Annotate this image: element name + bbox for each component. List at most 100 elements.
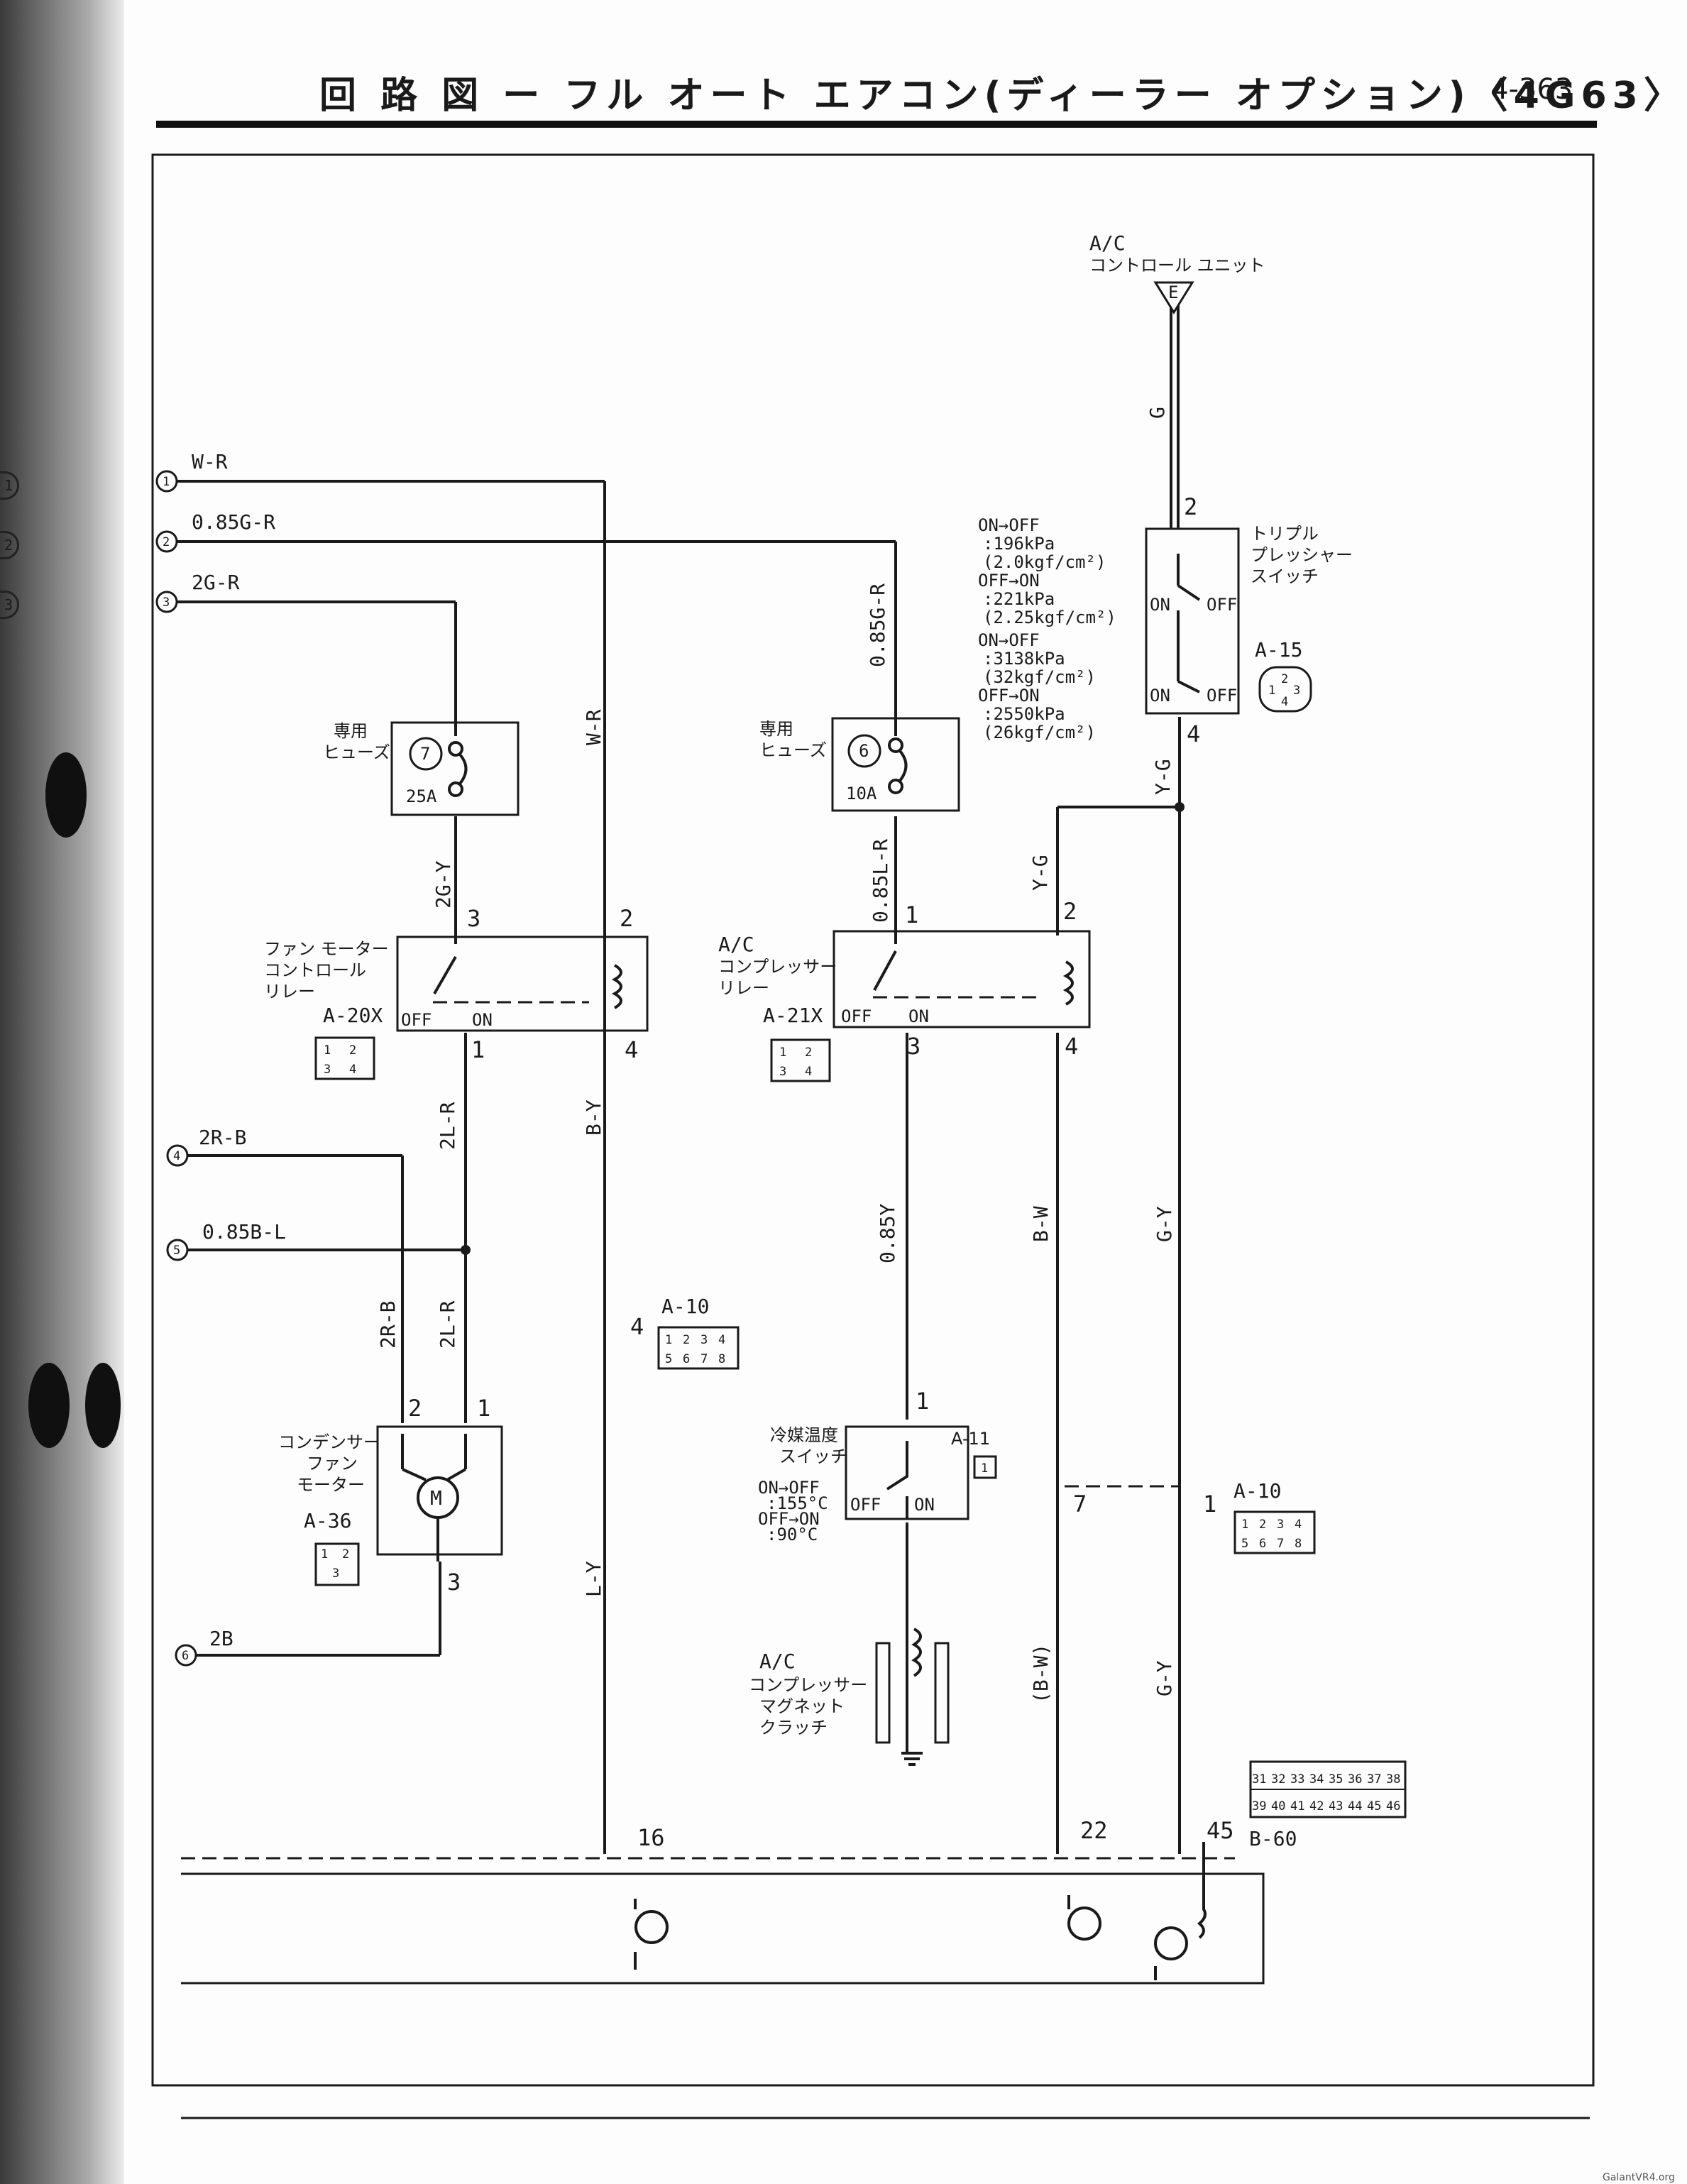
terminal: 4: [1065, 1033, 1078, 1060]
temp-spec: ON→OFF: [758, 1478, 820, 1498]
wire-label: (B-W): [1029, 1644, 1053, 1703]
a21x-connector: [770, 1038, 831, 1082]
book-binding: [0, 0, 124, 2184]
wire-label: 0.85B-L: [202, 1220, 286, 1244]
pin: 2: [805, 1046, 812, 1060]
relay-on: ON: [908, 1006, 929, 1026]
wire-label: 2B: [209, 1627, 233, 1650]
input-num-3: 3: [163, 596, 170, 610]
relay-coil: [1062, 960, 1074, 1006]
terminal: 3: [467, 905, 480, 932]
wire-label: Y-G: [1028, 855, 1052, 891]
comp-relay-box: [832, 930, 1091, 1028]
comp-relay-label: A/C: [718, 933, 754, 956]
wire-label: 2R-B: [199, 1126, 246, 1149]
pin: 32: [1271, 1772, 1285, 1787]
wire-label: 0.85G-R: [192, 510, 275, 534]
connector-name: A-10: [1233, 1479, 1281, 1503]
a10-connector: [657, 1326, 740, 1370]
switch-on: ON: [1150, 686, 1170, 706]
watermark: GalantVR4.org: [1603, 2172, 1675, 2183]
wire-label: 0.85L-R: [869, 839, 892, 923]
spec-line: :2550kPa: [983, 704, 1065, 724]
spec-line: (2.25kgf/cm²): [983, 608, 1116, 627]
terminal: 1: [477, 1395, 490, 1422]
header-rule: [156, 121, 1597, 128]
fuse-rating: 10A: [846, 784, 877, 803]
pin: 31: [1252, 1772, 1266, 1787]
fuse-num: 7: [420, 744, 430, 764]
input-num-5: 5: [173, 1244, 180, 1258]
wire-label: 0.85G-R: [866, 583, 889, 667]
terminal: 7: [1073, 1491, 1087, 1518]
relay-on: ON: [472, 1010, 493, 1030]
triple-switch-box: [1145, 527, 1240, 715]
spec-line: OFF→ON: [978, 686, 1040, 706]
spec-line: ON→OFF: [978, 515, 1040, 535]
switch-on: ON: [914, 1495, 935, 1515]
prev-page-circle: 3: [0, 591, 19, 619]
terminal: 4: [625, 1036, 638, 1063]
triple-switch-label: スイッチ: [1251, 566, 1319, 586]
connector-name: A-10: [661, 1295, 709, 1318]
pin: 33: [1290, 1772, 1304, 1787]
a36-connector: [314, 1542, 360, 1586]
spec-line: :221kPa: [983, 589, 1055, 609]
pin: 1: [1268, 684, 1275, 698]
wire-label: W-R: [192, 450, 228, 473]
switch-off: OFF: [1207, 686, 1237, 706]
pin: 4: [805, 1065, 812, 1079]
condenser-motor-box: [376, 1425, 503, 1556]
wire-label: L-Y: [582, 1561, 605, 1597]
pin: 3: [1277, 1518, 1284, 1532]
pin: 41: [1290, 1799, 1304, 1813]
binder-hole: [28, 1363, 70, 1448]
pin: 3: [332, 1566, 339, 1581]
pin: 42: [1309, 1799, 1324, 1813]
pin: 45: [1367, 1799, 1381, 1813]
binder-hole: [85, 1363, 121, 1448]
fuse-rating: 25A: [406, 786, 437, 806]
fuse-6-box: [831, 717, 960, 812]
connector-name: A-21X: [763, 1004, 823, 1027]
spec-line: (2.0kgf/cm²): [983, 552, 1106, 572]
input-num-2: 2: [163, 535, 170, 549]
binder-hole: [45, 752, 87, 838]
pin: 1: [981, 1461, 988, 1476]
condenser-label: コンデンサー: [278, 1432, 380, 1452]
ac-control-unit-label: コントロール ユニット: [1089, 256, 1265, 275]
pin: 1: [665, 1333, 672, 1347]
diagram-frame: [151, 153, 1595, 2087]
fan-relay-label: リレー: [264, 982, 315, 1002]
pin: 1: [321, 1547, 328, 1562]
input-num-6: 6: [182, 1649, 189, 1663]
spec-line: :3138kPa: [983, 649, 1065, 669]
pin: 7: [700, 1352, 708, 1366]
pin: 38: [1386, 1772, 1400, 1787]
relay-off: OFF: [841, 1006, 872, 1026]
wire-label: B-Y: [582, 1099, 605, 1136]
terminal: 1: [1203, 1491, 1216, 1518]
relay-coil: [611, 964, 622, 1009]
pin: 2: [1281, 672, 1288, 686]
fuse-label: 専用: [759, 719, 793, 739]
comp-relay-label: コンプレッサー: [718, 957, 837, 977]
connector-name: A-20X: [323, 1004, 383, 1027]
wire-label: 0.85Y: [876, 1204, 899, 1263]
pin: 1: [1241, 1518, 1248, 1532]
fan-relay-label: コントロール: [264, 960, 366, 980]
spec-line: :196kPa: [983, 534, 1055, 554]
wire-label: 2G-R: [192, 571, 240, 594]
wire-label: 2R-B: [376, 1301, 400, 1349]
terminal-e: E: [1168, 282, 1178, 302]
pin: 4: [349, 1063, 356, 1077]
terminal: 16: [637, 1824, 665, 1851]
fan-relay-label: ファン モーター: [264, 939, 389, 959]
pin: 2: [342, 1547, 349, 1562]
fuse-label: ヒューズ: [759, 740, 827, 760]
clutch-label: コンプレッサー: [749, 1675, 867, 1695]
pin: 8: [1295, 1537, 1302, 1551]
a11-connector: [973, 1455, 997, 1479]
temp-switch-label: スイッチ: [779, 1447, 847, 1466]
wire-label: B-W: [1029, 1206, 1053, 1242]
